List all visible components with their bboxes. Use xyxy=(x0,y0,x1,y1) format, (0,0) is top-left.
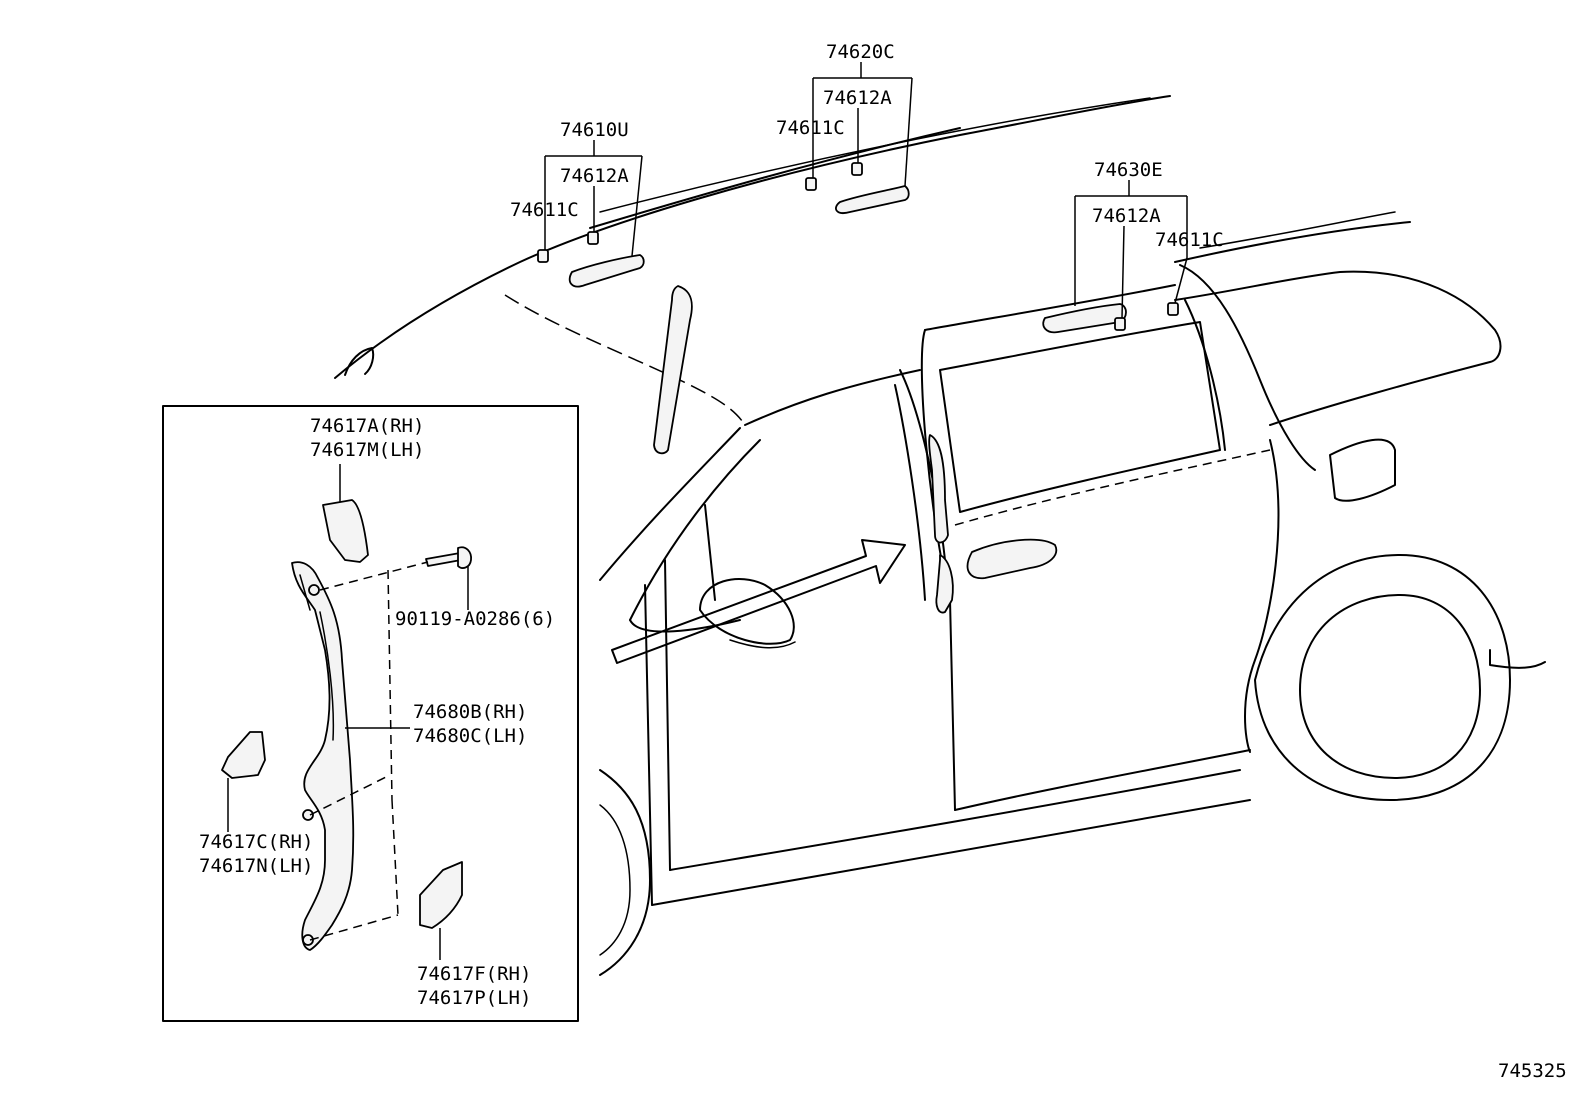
part-74680B-detail xyxy=(299,574,335,741)
b-pillar-line xyxy=(894,384,926,601)
a-pillar-outer xyxy=(599,427,741,581)
vehicle-outline xyxy=(334,95,1546,976)
label-74612A-right: 74612A xyxy=(1092,205,1161,227)
a-pillar-inner xyxy=(629,439,761,621)
door-belt-line xyxy=(954,449,1271,526)
label-74620C: 74620C xyxy=(826,41,895,63)
bolt-90119 xyxy=(425,546,472,610)
rear-wheel-arch xyxy=(1254,554,1511,801)
clip-74611C-right xyxy=(1167,302,1179,316)
assist-grip-74610U xyxy=(537,231,645,288)
rear-door-frame xyxy=(1179,264,1316,471)
part-74617C xyxy=(221,731,266,779)
label-74611C-right: 74611C xyxy=(1155,229,1224,251)
mirror-base xyxy=(729,639,796,649)
part-74617F xyxy=(419,861,463,929)
roof-rail-outer xyxy=(334,95,1171,379)
part-74617A xyxy=(322,499,369,563)
label-74630E: 74630E xyxy=(1094,159,1163,181)
label-74680B: 74680B(RH) xyxy=(413,701,527,723)
mount-hole-bottom xyxy=(302,934,314,946)
door-bottom xyxy=(954,749,1251,811)
fuel-door xyxy=(1329,438,1396,502)
rocker-sill xyxy=(651,799,1251,906)
b-pillar-grip-lower xyxy=(935,554,954,614)
roof-front-corner xyxy=(344,347,375,376)
a-pillar-garnish-body xyxy=(653,285,693,455)
door-window xyxy=(939,321,1221,513)
label-74612A-left: 74612A xyxy=(560,165,629,187)
front-wheel-arch xyxy=(599,769,651,976)
label-74611C-left: 74611C xyxy=(510,199,579,221)
label-74611C-top: 74611C xyxy=(776,117,845,139)
front-door-top xyxy=(744,369,921,426)
door-handle xyxy=(966,538,1058,580)
door-top-line xyxy=(924,284,1176,331)
clip-74612A-top xyxy=(851,162,863,176)
rear-roof-line xyxy=(1174,221,1411,263)
label-74680C: 74680C(LH) xyxy=(413,725,527,747)
label-74617P: 74617P(LH) xyxy=(417,987,531,1009)
door-rear-edge xyxy=(1244,439,1280,753)
inset-parts xyxy=(221,464,472,960)
detail-inset-frame xyxy=(162,405,579,1022)
rear-quarter-glass xyxy=(1174,270,1502,426)
leaders-top xyxy=(544,62,1188,319)
assist-grip-74620C xyxy=(805,162,910,214)
label-74612A-top: 74612A xyxy=(823,87,892,109)
label-74617A: 74617A(RH) xyxy=(310,415,424,437)
front-door-front-edge xyxy=(664,559,671,871)
b-pillar-grip-upper xyxy=(928,434,949,544)
clip-74611C-left xyxy=(537,249,549,263)
roof-rail-top xyxy=(599,97,1151,213)
label-74610U: 74610U xyxy=(560,119,629,141)
mount-hole-mid xyxy=(302,809,314,821)
assist-grip-74630E xyxy=(1042,302,1179,334)
rear-roof-top xyxy=(1199,211,1396,249)
clip-74612A-left xyxy=(587,231,599,245)
sill-upper xyxy=(669,769,1241,871)
label-90119: 90119-A0286(6) xyxy=(395,608,555,630)
clip-74611C-top xyxy=(805,177,817,191)
label-74617C: 74617C(RH) xyxy=(199,831,313,853)
part-74680B xyxy=(291,561,355,951)
clip-74612A-right xyxy=(1114,317,1126,331)
label-74617N: 74617N(LH) xyxy=(199,855,313,877)
front-wheel-arch-inner xyxy=(599,804,631,956)
callout-labels: 74620C 74612A 74611C 74610U 74612A 74611… xyxy=(199,41,1567,1082)
rear-tire xyxy=(1299,594,1481,779)
c-pillar-edge xyxy=(1184,299,1226,451)
vent-divider xyxy=(704,504,716,601)
mount-hole-top xyxy=(308,584,320,596)
side-mirror xyxy=(699,577,795,645)
diagram-id: 745325 xyxy=(1498,1060,1567,1082)
rear-bumper xyxy=(1489,649,1546,669)
front-window-bottom xyxy=(629,619,741,633)
label-74617M: 74617M(LH) xyxy=(310,439,424,461)
view-arrow xyxy=(611,539,906,664)
headliner-edge xyxy=(504,294,746,426)
label-74617F: 74617F(RH) xyxy=(417,963,531,985)
